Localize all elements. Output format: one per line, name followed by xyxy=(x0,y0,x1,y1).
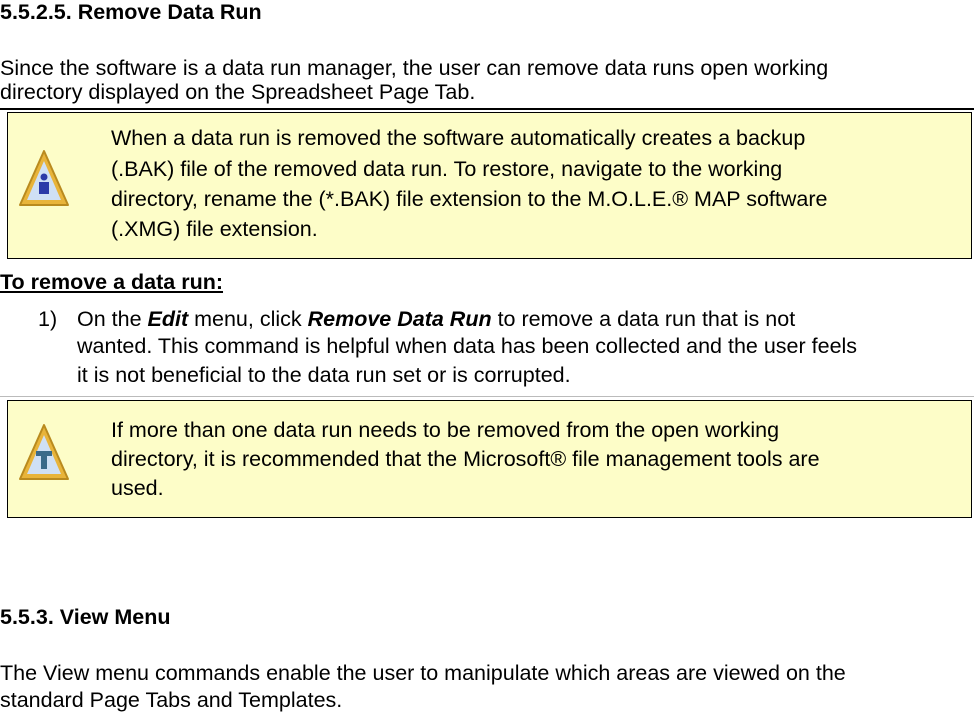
view-menu-heading: 5.5.3. View Menu xyxy=(0,605,171,629)
step-1-line-3: it is not beneficial to the data run set… xyxy=(77,363,571,387)
procedure-heading: To remove a data run: xyxy=(0,270,224,294)
info-note-line-4: (.XMG) file extension. xyxy=(111,217,318,241)
section-heading: 5.5.2.5. Remove Data Run xyxy=(0,0,262,24)
step-1-line-1: On the Edit menu, click Remove Data Run … xyxy=(77,307,795,332)
tip-top-rule xyxy=(0,396,974,397)
note-top-rule xyxy=(0,108,974,110)
step-1-suffix: to remove a data run that is not xyxy=(491,307,796,331)
remove-data-run-command: Remove Data Run xyxy=(307,307,492,331)
tip-note-line-3: used. xyxy=(111,476,164,500)
info-note-box: When a data run is removed the software … xyxy=(7,112,972,259)
view-menu-line-1: The View menu commands enable the user t… xyxy=(0,661,846,685)
tip-note-line-2: directory, it is recommended that the Mi… xyxy=(111,447,820,471)
info-icon xyxy=(19,150,69,206)
view-menu-line-2: standard Page Tabs and Templates. xyxy=(0,688,343,712)
step-1-middle: menu, click xyxy=(188,307,308,331)
edit-menu-name: Edit xyxy=(147,307,189,331)
step-number: 1) xyxy=(38,307,58,331)
step-1-prefix: On the xyxy=(77,307,148,331)
tip-note-line-1: If more than one data run needs to be re… xyxy=(111,418,780,442)
intro-line-2: directory displayed on the Spreadsheet P… xyxy=(0,80,476,104)
step-1-line-2: wanted. This command is helpful when dat… xyxy=(77,334,858,358)
info-note-line-1: When a data run is removed the software … xyxy=(111,126,806,150)
tip-note-box: If more than one data run needs to be re… xyxy=(7,400,972,518)
tip-icon xyxy=(19,424,69,480)
info-note-line-3: directory, rename the (*.BAK) file exten… xyxy=(111,187,828,211)
intro-line-1: Since the software is a data run manager… xyxy=(0,56,829,80)
info-note-line-2: (.BAK) file of the removed data run. To … xyxy=(111,157,783,181)
